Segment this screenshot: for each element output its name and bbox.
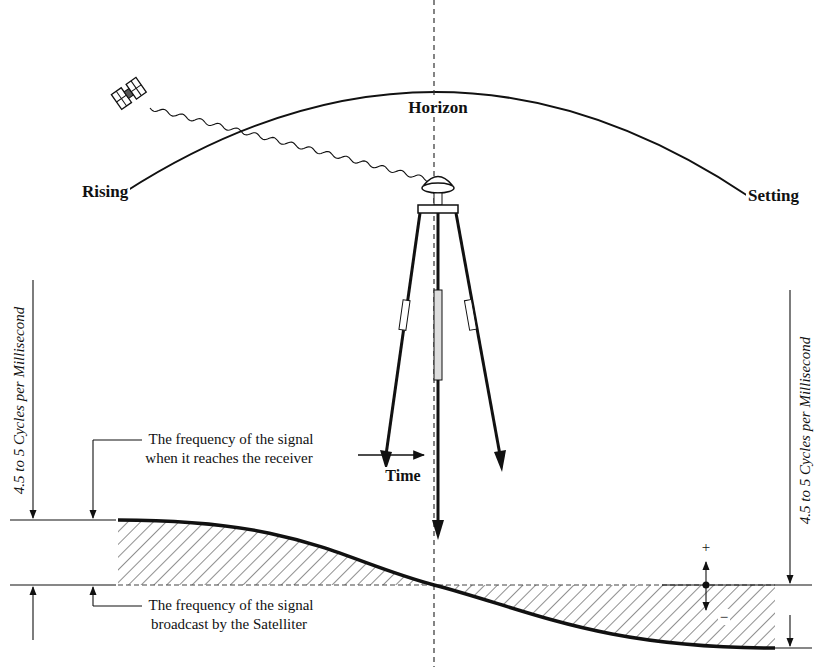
minus-sign: − (716, 608, 732, 627)
dimension-label-text: 4.5 to 5 Cycles per Millisecond (12, 304, 28, 495)
rising-label: Rising (80, 182, 160, 201)
received-frequency-curve (118, 520, 775, 648)
horizon-label: Horizon (388, 98, 488, 117)
hatching (100, 480, 800, 667)
hatching (100, 480, 800, 667)
time-label-text: Time (383, 467, 422, 484)
setting-label: Setting (746, 186, 821, 205)
plus-sign-text: + (700, 539, 712, 555)
broadcast-frequency-label-text: The frequency of the signal broadcast by… (147, 597, 314, 632)
dimension-label-text: 4.5 to 5 Cycles per Millisecond (798, 334, 814, 525)
orbit-arc (125, 92, 748, 196)
received-frequency-label: The frequency of the signal when it reac… (145, 430, 315, 468)
horizon-label-text: Horizon (406, 98, 470, 117)
dimension-label: 4.5 to 5 Cycles per Millisecond (797, 334, 816, 525)
rising-label-text: Rising (80, 182, 130, 201)
signal-wave (150, 108, 428, 182)
dimension-label: 4.5 to 5 Cycles per Millisecond (11, 304, 30, 495)
reference-dot (703, 582, 710, 589)
gps-receiver-tripod (380, 177, 506, 541)
left-dimension (10, 280, 142, 640)
right-dimension (662, 290, 812, 648)
received-frequency-label-text: The frequency of the signal when it reac… (145, 431, 314, 466)
satellite-symbol (111, 77, 146, 109)
broadcast-frequency-label: The frequency of the signal broadcast by… (145, 596, 315, 634)
minus-sign-text: − (718, 609, 730, 625)
setting-label-text: Setting (746, 186, 801, 205)
plus-sign: + (698, 538, 714, 557)
time-label: Time (368, 466, 438, 485)
time-arrow (358, 454, 424, 456)
